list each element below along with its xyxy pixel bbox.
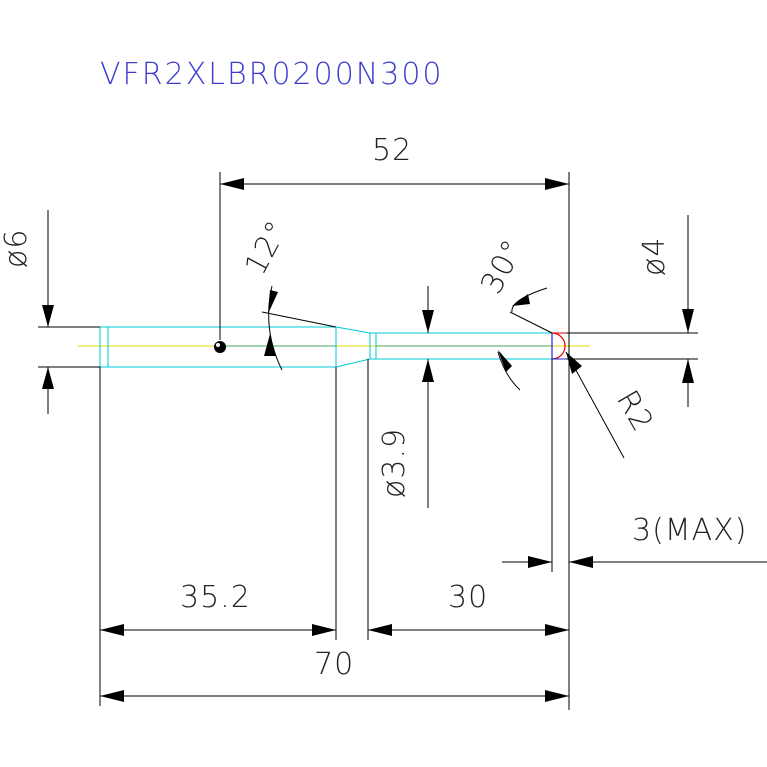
dia-6-label: ø6 [0, 229, 34, 268]
angle-12-label: 12° [238, 215, 295, 281]
tool-outline [78, 326, 590, 368]
dim-radius: R2 [565, 351, 660, 459]
ball-nose-arc [551, 332, 566, 360]
dim-dia-4: ø4 [566, 215, 698, 407]
dim-52-label: 52 [372, 133, 412, 168]
angle-30-label: 30° [474, 234, 531, 300]
dim-52: 52 [219, 133, 570, 710]
dim-30-label: 30 [448, 580, 488, 615]
dim-angle-30: 30° [474, 234, 553, 391]
dim-dia-6: ø6 [0, 210, 100, 414]
dim-35-2: 35.2 [99, 367, 337, 706]
dim-dia-3-9: ø3.9 [377, 286, 434, 508]
dim-35-2-label: 35.2 [180, 580, 251, 615]
dim-3-max: 3(MAX) [502, 359, 767, 572]
dia-3-9-label: ø3.9 [377, 428, 412, 498]
max-3-label: 3(MAX) [632, 513, 747, 548]
origin-marker [214, 341, 226, 353]
radius-label: R2 [609, 385, 660, 439]
dim-70-label: 70 [314, 647, 354, 682]
dim-30: 30 [367, 359, 569, 640]
drawing-title: VFR2XLBR0200N300 [100, 57, 444, 92]
dim-70: 70 [100, 647, 569, 702]
dia-4-label: ø4 [637, 237, 672, 276]
dim-angle-12: 12° [238, 215, 337, 371]
